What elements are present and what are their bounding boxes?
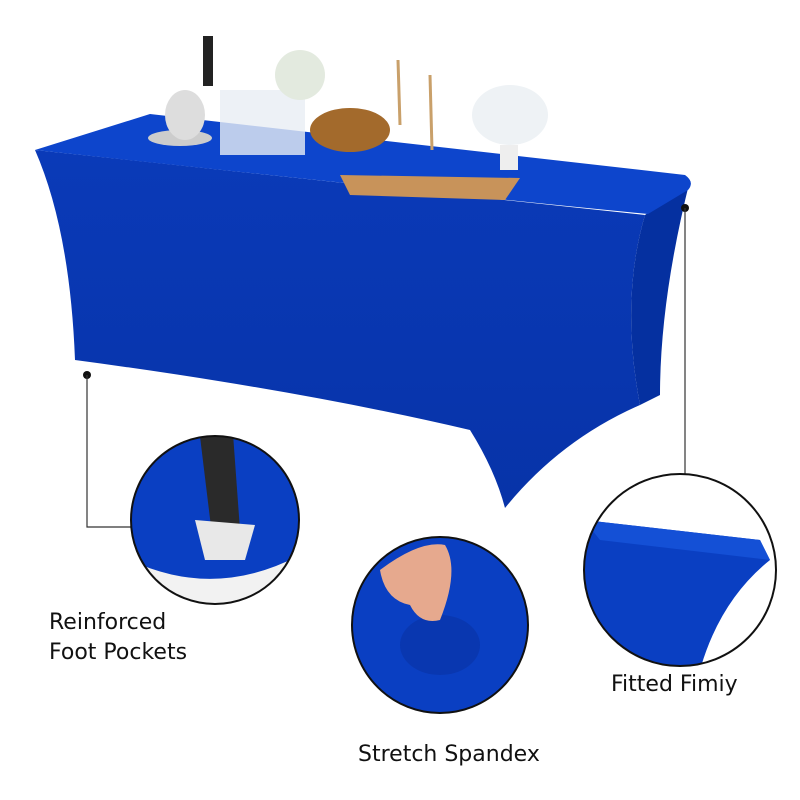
spandex-label: Stretch Spandex	[358, 740, 540, 770]
callout-fitted	[681, 204, 689, 474]
foot-pockets-label-line-2: Foot Pockets	[49, 640, 188, 665]
spandex-label-line-1: Stretch Spandex	[358, 742, 540, 767]
foot-pockets-label: Reinforced Foot Pockets	[49, 608, 187, 668]
callout-foot-pockets	[83, 371, 131, 528]
table-cover	[35, 114, 691, 508]
table-decorations	[148, 36, 548, 200]
fitted-label: Fitted Fimiy	[611, 670, 738, 700]
detail-circle-foot-pocket	[130, 435, 300, 605]
table-side-skirt	[631, 180, 690, 405]
detail-circle-fitted	[583, 473, 777, 667]
detail-circle-spandex	[351, 536, 529, 714]
foot-pockets-label-line-1: Reinforced	[49, 610, 167, 635]
table-front-skirt	[35, 150, 645, 508]
fitted-label-line-1: Fitted Fimiy	[611, 672, 738, 697]
